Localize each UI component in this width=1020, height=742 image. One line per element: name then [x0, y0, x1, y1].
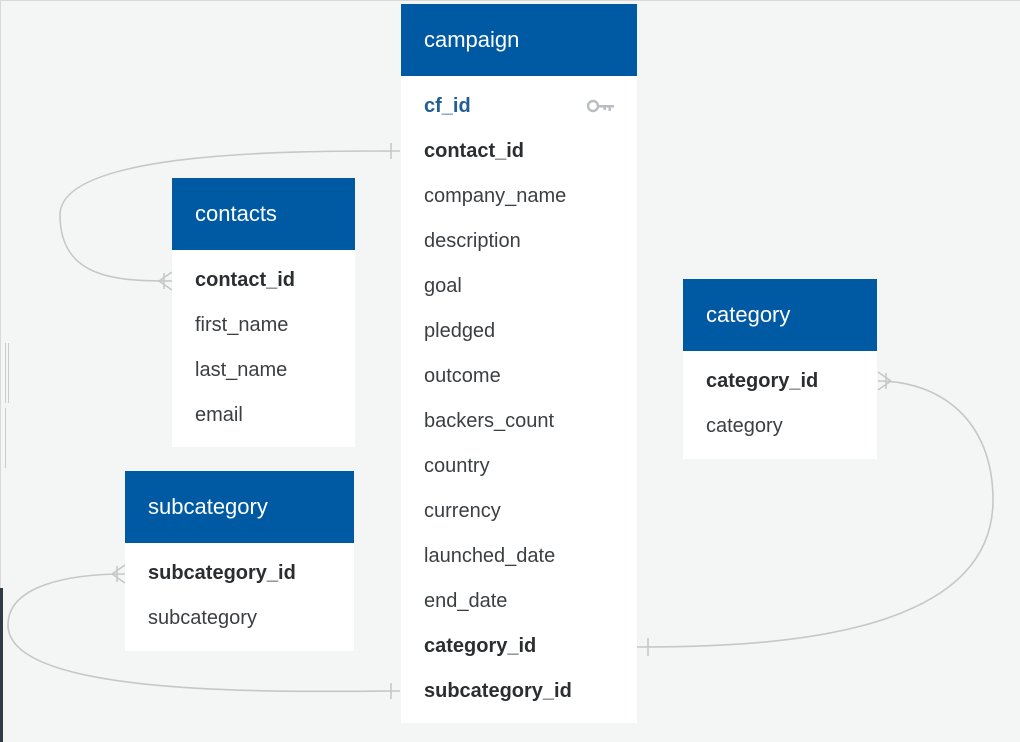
column-name: contact_id [195, 269, 296, 291]
column-name: category_id [706, 370, 819, 392]
table-header[interactable]: category [683, 279, 877, 351]
column-row-pledged[interactable]: pledged [401, 309, 637, 354]
column-row-contact-id[interactable]: contact_id [172, 258, 355, 303]
column-list: cf_id contact_id company_name description go… [401, 76, 637, 722]
column-row-category-id[interactable]: category_id [401, 624, 637, 669]
column-name: pledged [424, 320, 496, 342]
column-row-subcategory-id[interactable]: subcategory_id [125, 551, 354, 596]
column-name: currency [424, 500, 501, 522]
column-row-subcategory-id[interactable]: subcategory_id [401, 669, 637, 714]
column-row-last-name[interactable]: last_name [172, 348, 355, 393]
column-name: last_name [195, 359, 288, 381]
panel-edge [0, 588, 3, 742]
link-subcategory-id [7, 573, 401, 693]
column-name: launched_date [424, 545, 556, 567]
column-row-category-id[interactable]: category_id [683, 359, 877, 404]
column-name: description [424, 230, 521, 252]
column-row-launched-date[interactable]: launched_date [401, 534, 637, 579]
table-subcategory[interactable]: subcategory subcategory_id subcategory [125, 471, 354, 651]
column-name: category_id [424, 635, 537, 657]
column-row-category[interactable]: category [683, 404, 877, 449]
column-row-email[interactable]: email [172, 393, 355, 438]
column-name: contact_id [424, 140, 525, 162]
table-category[interactable]: category category_id category [683, 279, 877, 459]
key-icon [587, 99, 614, 113]
canvas-top-border [0, 0, 1020, 1]
table-header[interactable]: contacts [172, 178, 355, 250]
column-name: subcategory_id [148, 562, 296, 584]
column-name: cf_id [424, 95, 471, 117]
column-name: end_date [424, 590, 508, 612]
column-row-subcategory[interactable]: subcategory [125, 596, 354, 641]
column-row-country[interactable]: country [401, 444, 637, 489]
column-row-contact-id[interactable]: contact_id [401, 129, 637, 174]
canvas-left-border [0, 0, 1, 742]
column-name: outcome [424, 365, 501, 387]
column-name: first_name [195, 314, 289, 336]
table-header[interactable]: campaign [401, 4, 637, 76]
link-contact-id [59, 150, 401, 282]
table-header[interactable]: subcategory [125, 471, 354, 543]
link-category-id [636, 380, 994, 648]
column-row-company-name[interactable]: company_name [401, 174, 637, 219]
column-name: subcategory [148, 607, 257, 629]
resize-handle[interactable] [5, 343, 13, 468]
column-name: country [424, 455, 490, 477]
column-row-outcome[interactable]: outcome [401, 354, 637, 399]
column-list: category_id category [683, 351, 877, 457]
column-name: subcategory_id [424, 680, 572, 702]
column-name: company_name [424, 185, 567, 207]
column-row-backers-count[interactable]: backers_count [401, 399, 637, 444]
column-name: email [195, 404, 243, 426]
column-row-cf-id[interactable]: cf_id [401, 84, 637, 129]
column-row-goal[interactable]: goal [401, 264, 637, 309]
column-name: goal [424, 275, 462, 297]
column-name: backers_count [424, 410, 555, 432]
column-row-currency[interactable]: currency [401, 489, 637, 534]
column-row-description[interactable]: description [401, 219, 637, 264]
column-row-end-date[interactable]: end_date [401, 579, 637, 624]
column-list: subcategory_id subcategory [125, 543, 354, 649]
column-row-first-name[interactable]: first_name [172, 303, 355, 348]
column-name: category [706, 415, 783, 437]
